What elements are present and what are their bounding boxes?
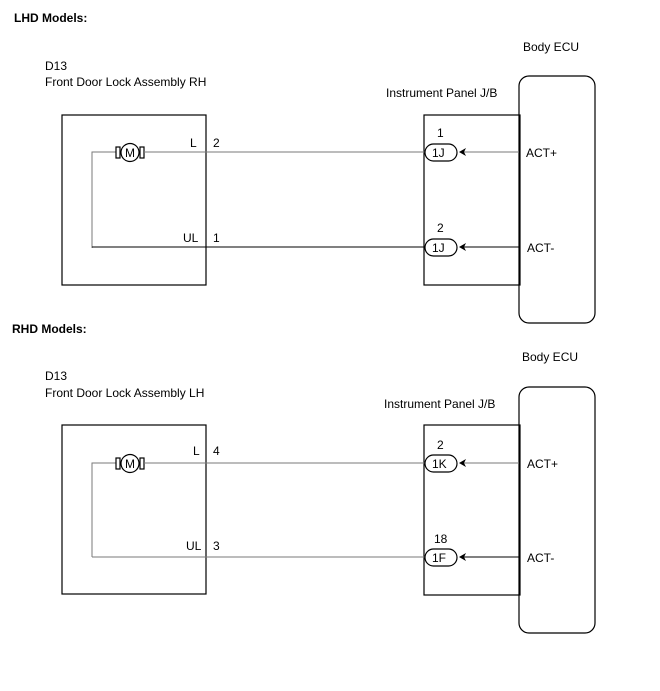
connector-1k: 1K bbox=[424, 454, 466, 473]
motor-loop-wire bbox=[91, 151, 116, 248]
signal-label: UL bbox=[183, 231, 199, 245]
section-heading: LHD Models: bbox=[14, 11, 87, 25]
motor-icon bbox=[120, 453, 140, 474]
body-ecu-label: Body ECU bbox=[522, 350, 578, 364]
motor-brush-right bbox=[139, 146, 145, 159]
junction-block-label: Instrument Panel J/B bbox=[386, 86, 497, 100]
signal-label: UL bbox=[186, 539, 202, 553]
lhd-section: LHD Models: Body ECU D13 Front Door Lock… bbox=[14, 11, 596, 324]
arrow-icon bbox=[459, 459, 466, 467]
connector-1f: 1F bbox=[424, 548, 466, 567]
arrow-icon bbox=[459, 148, 466, 156]
device-code: D13 bbox=[45, 369, 67, 383]
connector-shape bbox=[424, 143, 458, 162]
jb-pin: 2 bbox=[437, 438, 444, 452]
signal-label: L bbox=[190, 136, 197, 150]
ecu-terminal: ACT- bbox=[527, 241, 554, 255]
connector-shape bbox=[424, 548, 458, 567]
motor-symbol: M bbox=[115, 453, 145, 474]
section-heading: RHD Models: bbox=[12, 322, 87, 336]
device-pin: 3 bbox=[213, 539, 220, 553]
body-ecu-box bbox=[518, 386, 596, 634]
connector-shape bbox=[424, 454, 458, 473]
connector-shape bbox=[424, 238, 458, 257]
device-pin: 1 bbox=[213, 231, 220, 245]
connector-label: 1J bbox=[432, 241, 445, 255]
junction-block-box bbox=[423, 114, 521, 286]
device-name: Front Door Lock Assembly LH bbox=[45, 386, 204, 400]
junction-block-label: Instrument Panel J/B bbox=[384, 397, 495, 411]
junction-block-box bbox=[423, 424, 521, 596]
motor-brush-right bbox=[139, 457, 145, 470]
connector-label: 1F bbox=[432, 551, 446, 565]
device-pin: 4 bbox=[213, 444, 220, 458]
ecu-terminal: ACT+ bbox=[527, 457, 558, 471]
ecu-terminal: ACT- bbox=[527, 551, 554, 565]
signal-label: L bbox=[193, 444, 200, 458]
motor-loop-wire bbox=[91, 462, 116, 557]
door-lock-assembly-box bbox=[61, 424, 207, 595]
device-code: D13 bbox=[45, 59, 67, 73]
motor-brush-left bbox=[115, 457, 121, 470]
body-ecu-box bbox=[518, 75, 596, 324]
device-pin: 2 bbox=[213, 136, 220, 150]
jb-pin: 18 bbox=[434, 532, 448, 546]
rhd-section: RHD Models: Body ECU D13 Front Door Lock… bbox=[12, 322, 596, 634]
motor-symbol: M bbox=[115, 142, 145, 163]
arrow-icon bbox=[459, 243, 466, 251]
jb-pin: 2 bbox=[437, 221, 444, 235]
jb-pin: 1 bbox=[437, 126, 444, 140]
arrow-icon bbox=[459, 553, 466, 561]
motor-brush-left bbox=[115, 146, 121, 159]
connector-label: 1K bbox=[432, 457, 447, 471]
motor-symbol-letter: M bbox=[125, 146, 135, 160]
device-name: Front Door Lock Assembly RH bbox=[45, 75, 206, 89]
door-lock-assembly-box bbox=[61, 114, 207, 286]
connector-1j: 1J bbox=[424, 143, 466, 162]
motor-icon bbox=[120, 142, 140, 163]
connector-label: 1J bbox=[432, 146, 445, 160]
body-ecu-label: Body ECU bbox=[523, 40, 579, 54]
connector-1j: 1J bbox=[424, 238, 466, 257]
motor-symbol-letter: M bbox=[125, 457, 135, 471]
ecu-terminal: ACT+ bbox=[526, 146, 557, 160]
